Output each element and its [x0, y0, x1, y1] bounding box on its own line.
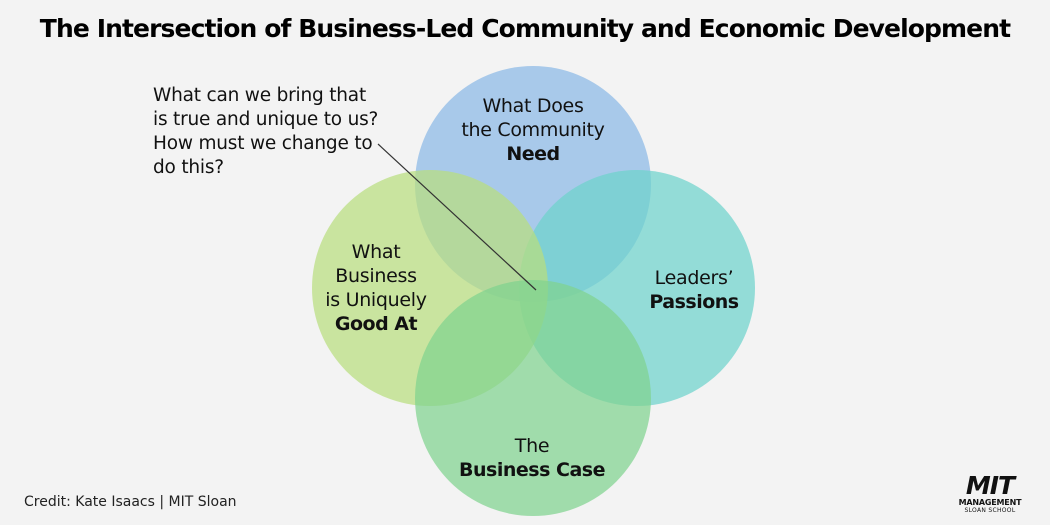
good-at-label: What Business is Uniquely Good At: [306, 240, 446, 336]
question-line: do this?: [153, 157, 224, 178]
leaders-passions-label: Leaders’ Passions: [614, 266, 774, 314]
logo-mark: MIT: [965, 471, 1015, 500]
question-callout: What can we bring that is true and uniqu…: [153, 84, 393, 180]
business-case-label: The Business Case: [432, 434, 632, 482]
business-case-circle: [415, 280, 651, 516]
label-line: the Community: [461, 119, 605, 141]
credit-text: Credit: Kate Isaacs | MIT Sloan: [24, 494, 237, 510]
label-line: is Uniquely: [325, 289, 427, 311]
page-title: The Intersection of Business-Led Communi…: [39, 14, 1011, 43]
label-bold-line: Business Case: [459, 459, 605, 481]
question-line: is true and unique to us?: [153, 109, 379, 130]
community-need-label: What Does the Community Need: [433, 94, 633, 166]
question-line: How must we change to: [153, 133, 373, 154]
label-line: Business: [335, 265, 417, 287]
question-line: What can we bring that: [153, 85, 367, 106]
label-line: What: [351, 241, 401, 263]
label-line: The: [514, 435, 550, 457]
question-pointer-line: [377, 143, 537, 291]
mit-sloan-logo: MIT MANAGEMENT SLOAN SCHOOL: [952, 471, 1028, 514]
label-line: Leaders’: [654, 267, 734, 289]
label-bold-line: Need: [506, 143, 560, 165]
label-line: What Does: [482, 95, 584, 117]
logo-line-management: MANAGEMENT: [958, 498, 1022, 507]
label-bold-line: Passions: [649, 291, 739, 313]
label-bold-line: Good At: [334, 313, 418, 335]
logo-line-sloan: SLOAN SCHOOL: [964, 507, 1016, 514]
